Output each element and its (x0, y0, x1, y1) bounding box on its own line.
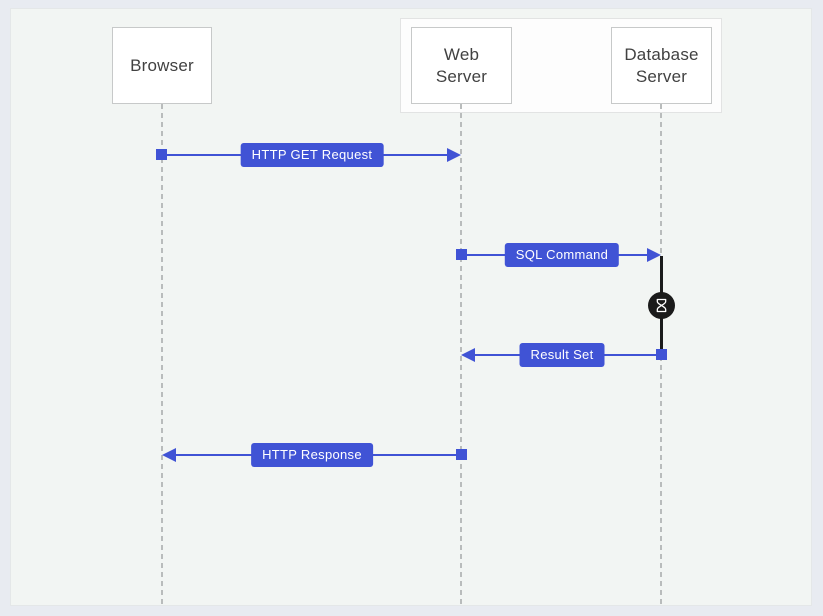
source-endpoint-marker (156, 149, 167, 160)
hourglass-icon (656, 298, 667, 313)
actor-database-server: Database Server (611, 27, 712, 104)
actor-label: Database Server (624, 45, 699, 86)
source-endpoint-marker (656, 349, 667, 360)
arrowhead-right-icon (447, 148, 461, 162)
message-label: HTTP Response (251, 443, 373, 467)
arrowhead-right-icon (647, 248, 661, 262)
actor-browser: Browser (112, 27, 212, 104)
lifeline-browser (161, 104, 163, 604)
hourglass-badge (648, 292, 675, 319)
arrowhead-left-icon (162, 448, 176, 462)
actor-label: Web Server (435, 45, 488, 86)
actor-web-server: Web Server (411, 27, 512, 104)
message-label: HTTP GET Request (240, 143, 384, 167)
source-endpoint-marker (456, 249, 467, 260)
arrowhead-left-icon (461, 348, 475, 362)
source-endpoint-marker (456, 449, 467, 460)
message-label: SQL Command (504, 243, 620, 267)
actor-label: Browser (130, 55, 194, 75)
message-label: Result Set (519, 343, 605, 367)
